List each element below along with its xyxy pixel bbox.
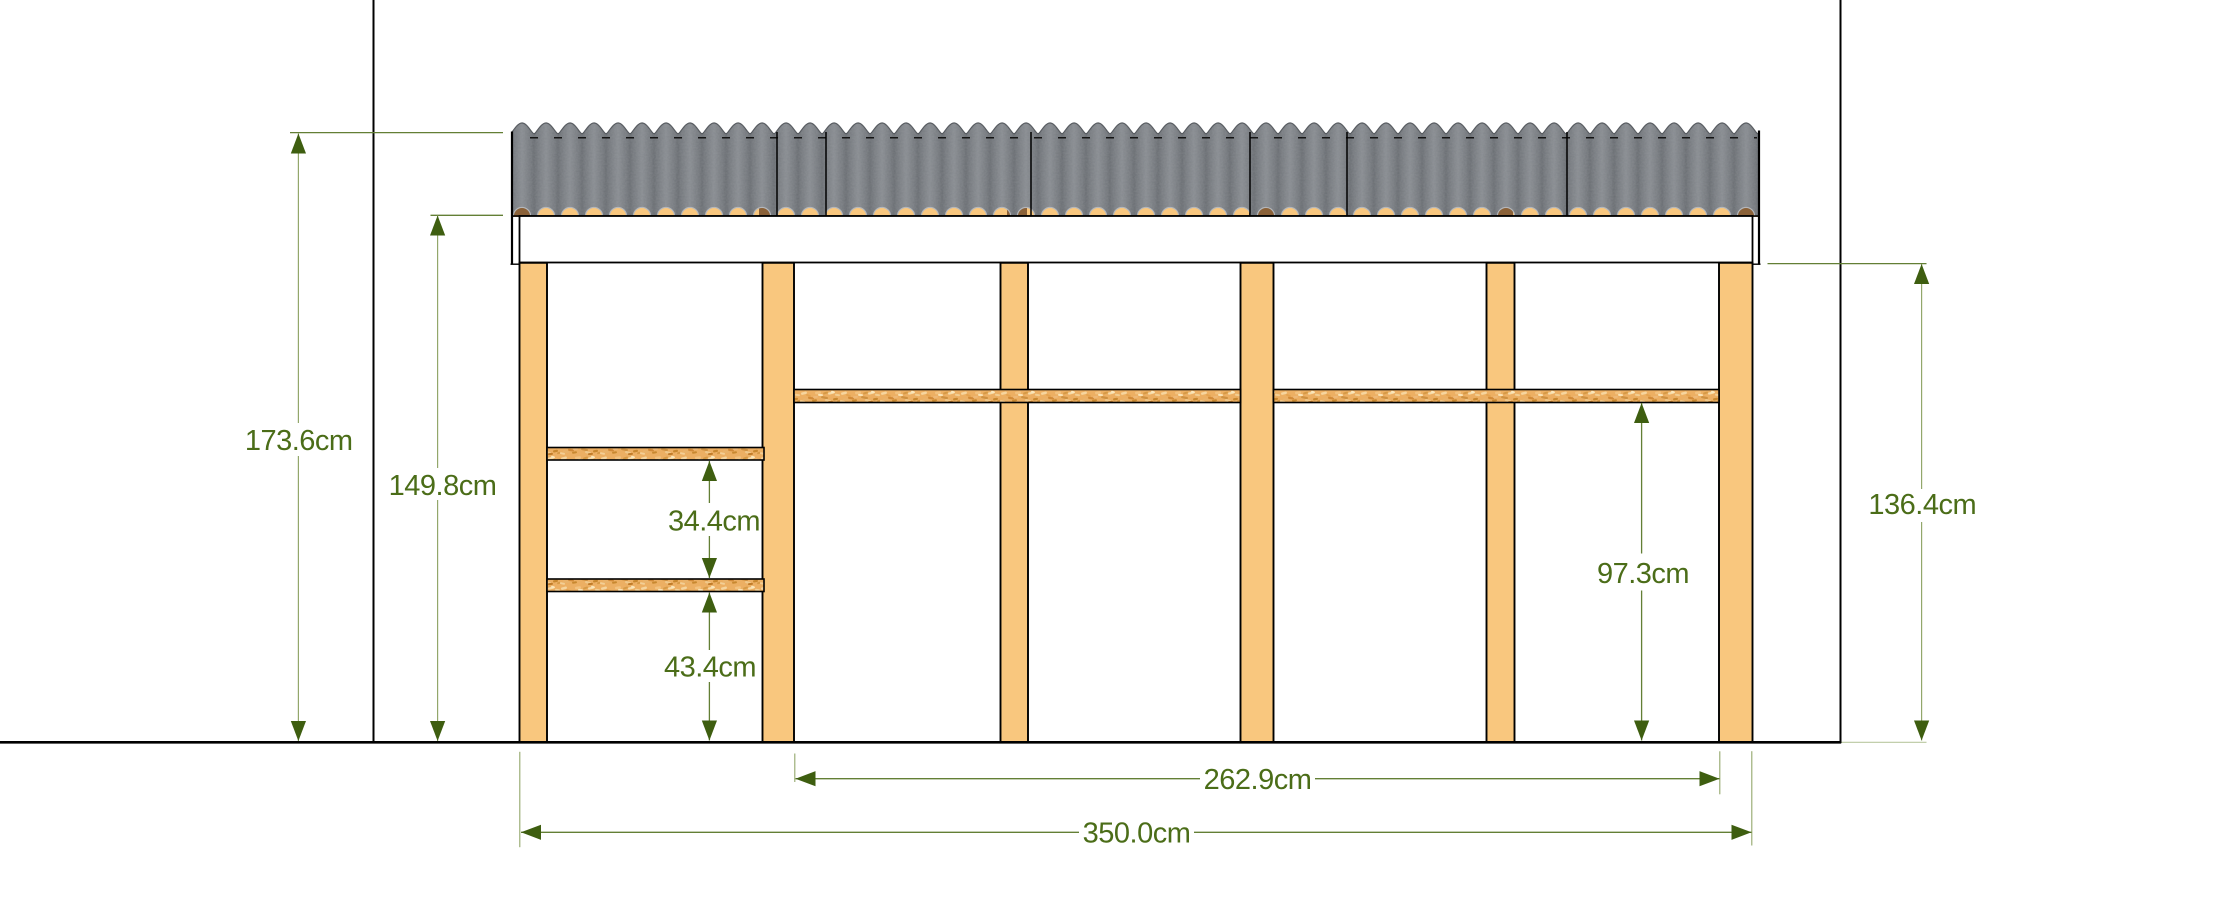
- svg-text:262.9cm: 262.9cm: [1204, 764, 1312, 796]
- svg-text:350.0cm: 350.0cm: [1083, 818, 1191, 850]
- svg-text:149.8cm: 149.8cm: [389, 470, 497, 502]
- svg-text:43.4cm: 43.4cm: [664, 651, 756, 683]
- svg-text:136.4cm: 136.4cm: [1868, 489, 1976, 521]
- svg-text:34.4cm: 34.4cm: [668, 505, 760, 537]
- svg-text:97.3cm: 97.3cm: [1597, 558, 1689, 590]
- svg-text:173.6cm: 173.6cm: [245, 425, 353, 457]
